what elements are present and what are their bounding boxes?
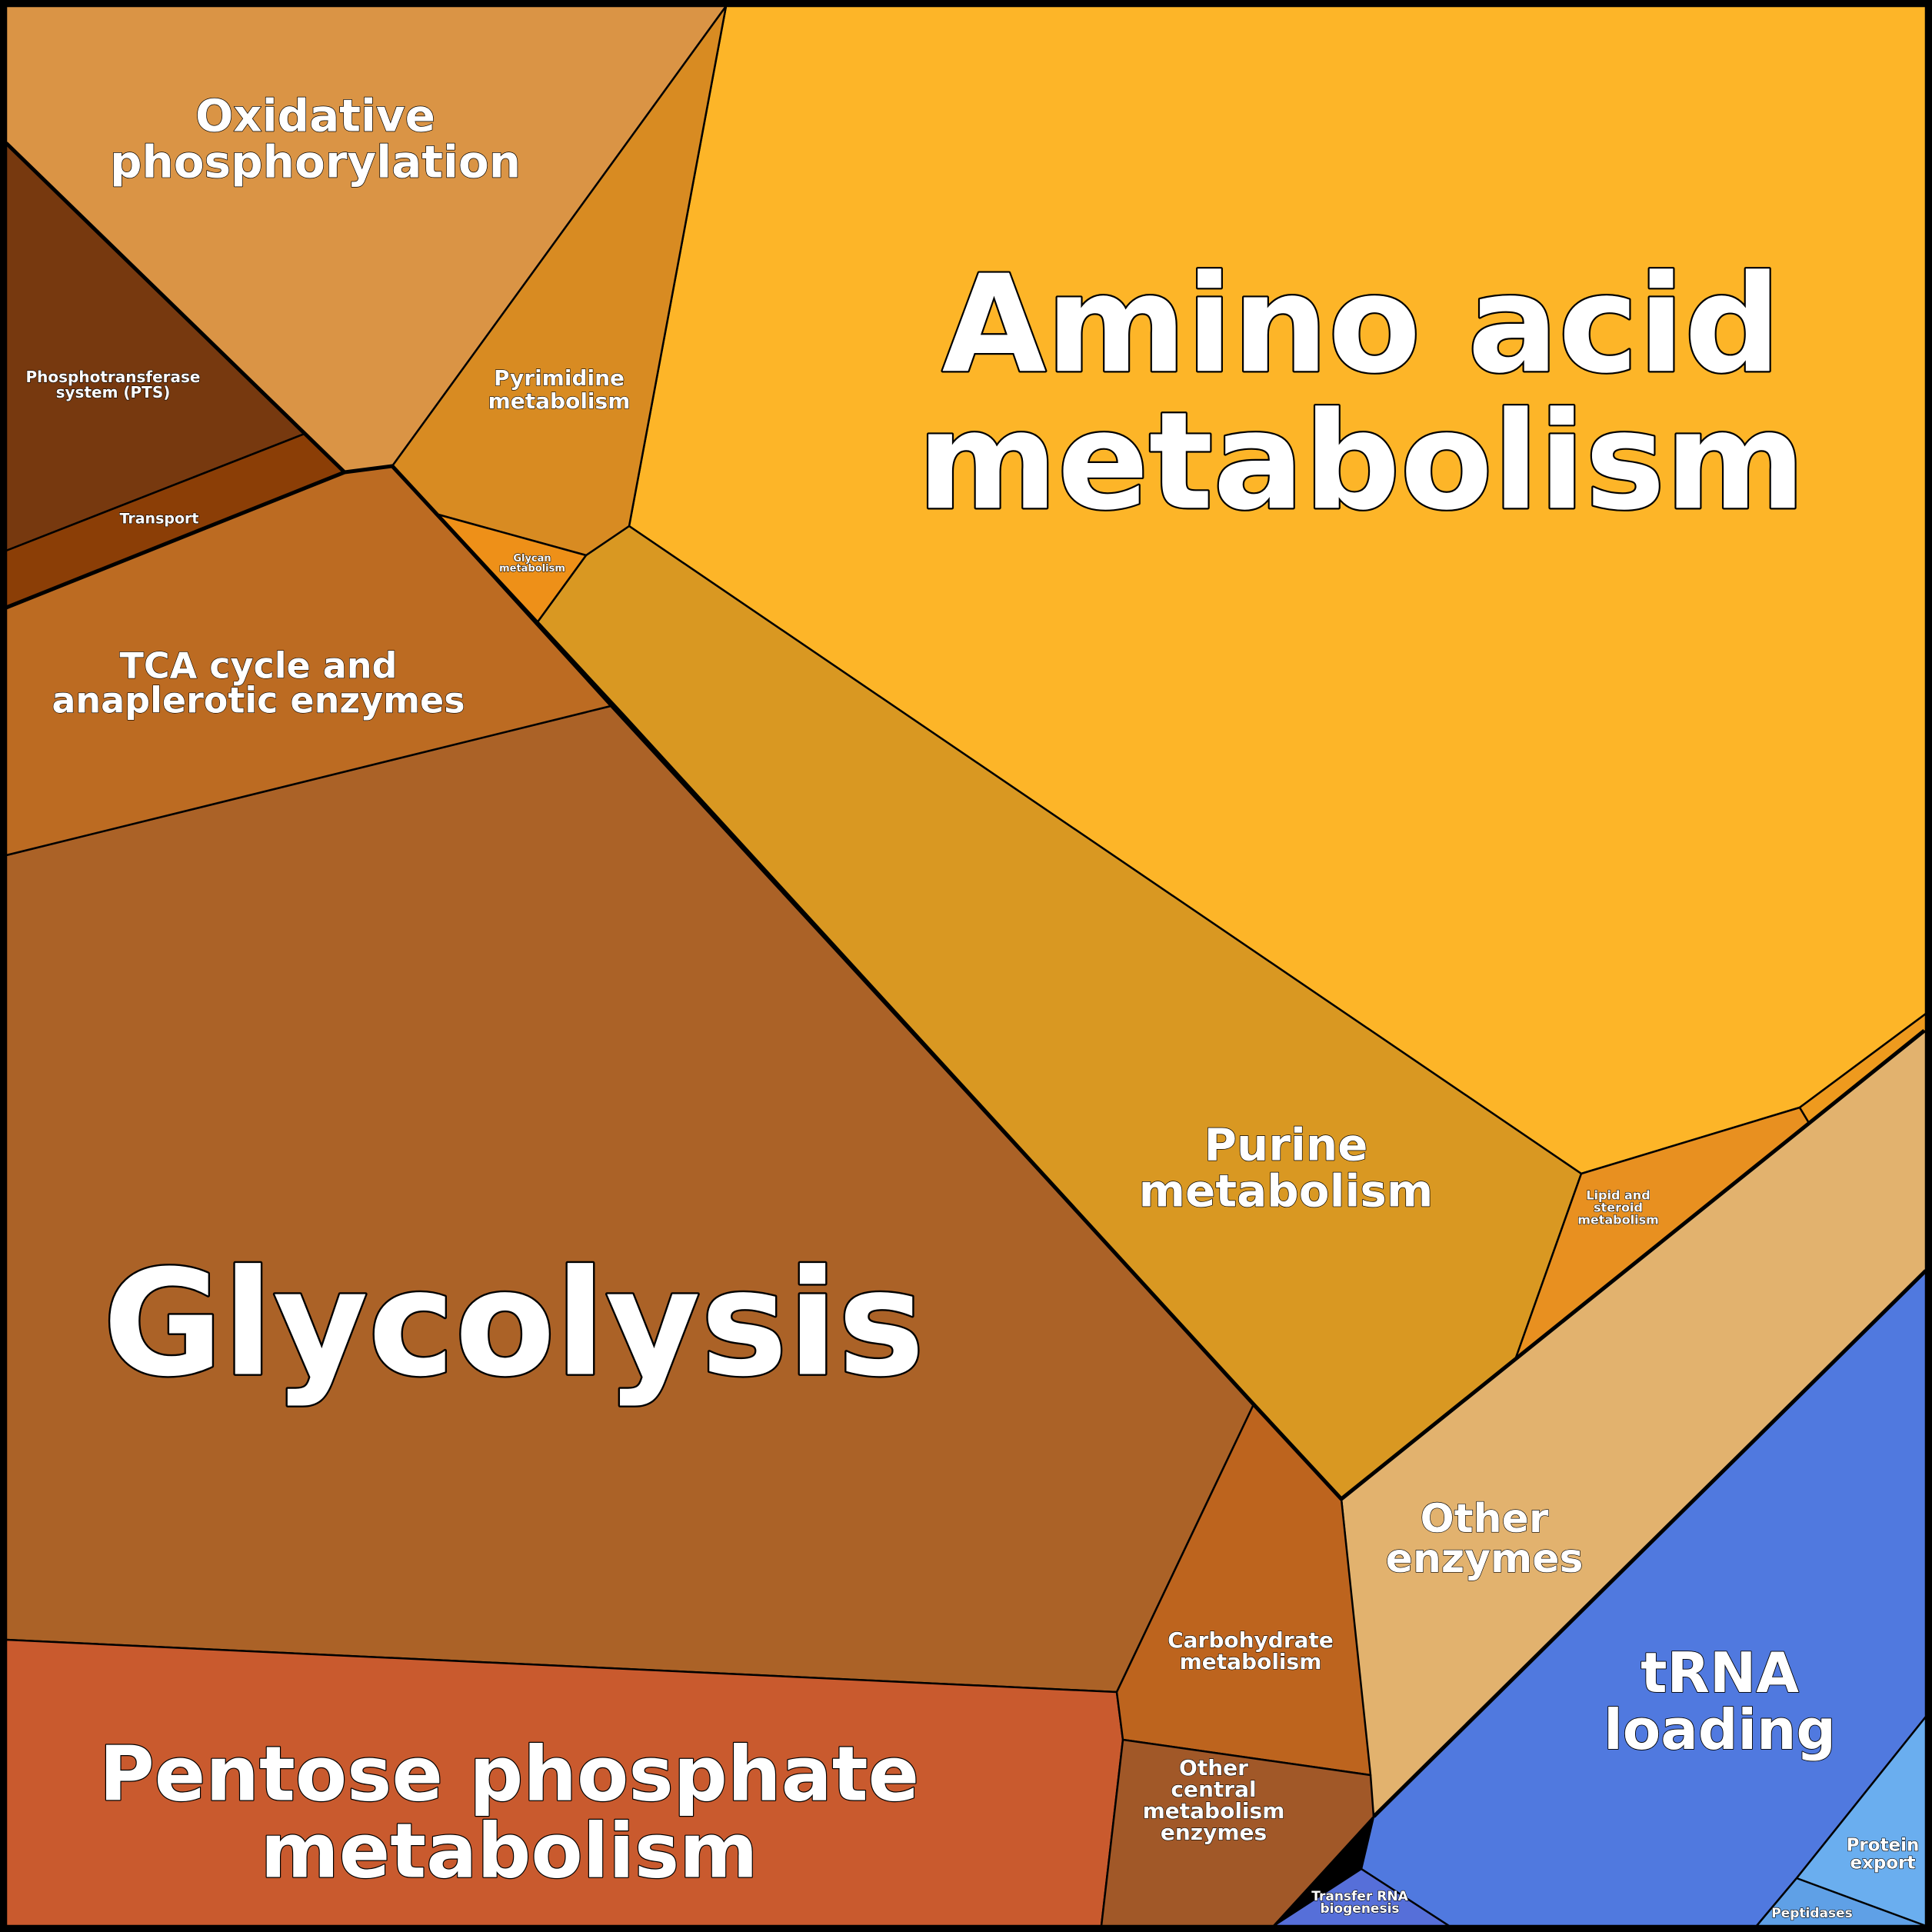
label-line: phosphorylation [110, 135, 521, 188]
cell-peptidases [1755, 1877, 1927, 1927]
label-glycolysis: Glycolysis [103, 1239, 924, 1409]
label-line: metabolism [1143, 1798, 1285, 1824]
label-line: central [1171, 1777, 1256, 1802]
label-line: system (PTS) [56, 383, 171, 401]
label-line: metabolism [488, 388, 631, 414]
label-line: metabolism [261, 1807, 758, 1895]
label-line: Purine [1204, 1118, 1368, 1171]
label-peptidases: Peptidases [1771, 1906, 1853, 1921]
label-line: metabolism [1139, 1164, 1434, 1217]
label-line: Carbohydrate [1168, 1627, 1334, 1653]
label-line: Phosphotransferase [26, 368, 201, 386]
label-line: Oxidative [195, 89, 435, 142]
label-line: Amino acid [942, 247, 1781, 403]
label-line: Peptidases [1771, 1906, 1853, 1921]
label-line: metabolism [499, 563, 565, 575]
label-line: Other [1179, 1755, 1248, 1780]
label-line: metabolism [1577, 1213, 1659, 1227]
label-line: biogenesis [1320, 1901, 1399, 1917]
label-line: metabolism [1180, 1649, 1322, 1674]
label-line: Protein [1847, 1836, 1920, 1856]
label-line: enzymes [1161, 1820, 1267, 1845]
label-line: Glycan [513, 553, 551, 565]
label-line: anaplerotic enzymes [52, 680, 465, 721]
label-line: Other [1421, 1496, 1549, 1542]
label-line: Glycolysis [103, 1239, 924, 1409]
label-line: Lipid and [1586, 1188, 1650, 1203]
label-line: Transport [119, 511, 198, 528]
label-line: Pentose phosphate [99, 1730, 919, 1818]
label-line: tRNA [1641, 1641, 1799, 1705]
label-line: steroid [1594, 1201, 1643, 1215]
label-line: enzymes [1386, 1536, 1584, 1582]
label-line: Transfer RNA [1311, 1889, 1408, 1904]
cell-transfer-rna-biogenesis [1272, 1867, 1451, 1927]
label-line: TCA cycle and [120, 645, 398, 687]
label-line: export [1850, 1854, 1915, 1874]
cell-other-central-metabolism-enzymes [1100, 1738, 1375, 1927]
label-line: loading [1604, 1697, 1836, 1762]
label-line: metabolism [918, 384, 1806, 540]
label-transport: Transport [119, 511, 198, 528]
label-line: Pyrimidine [494, 365, 625, 391]
